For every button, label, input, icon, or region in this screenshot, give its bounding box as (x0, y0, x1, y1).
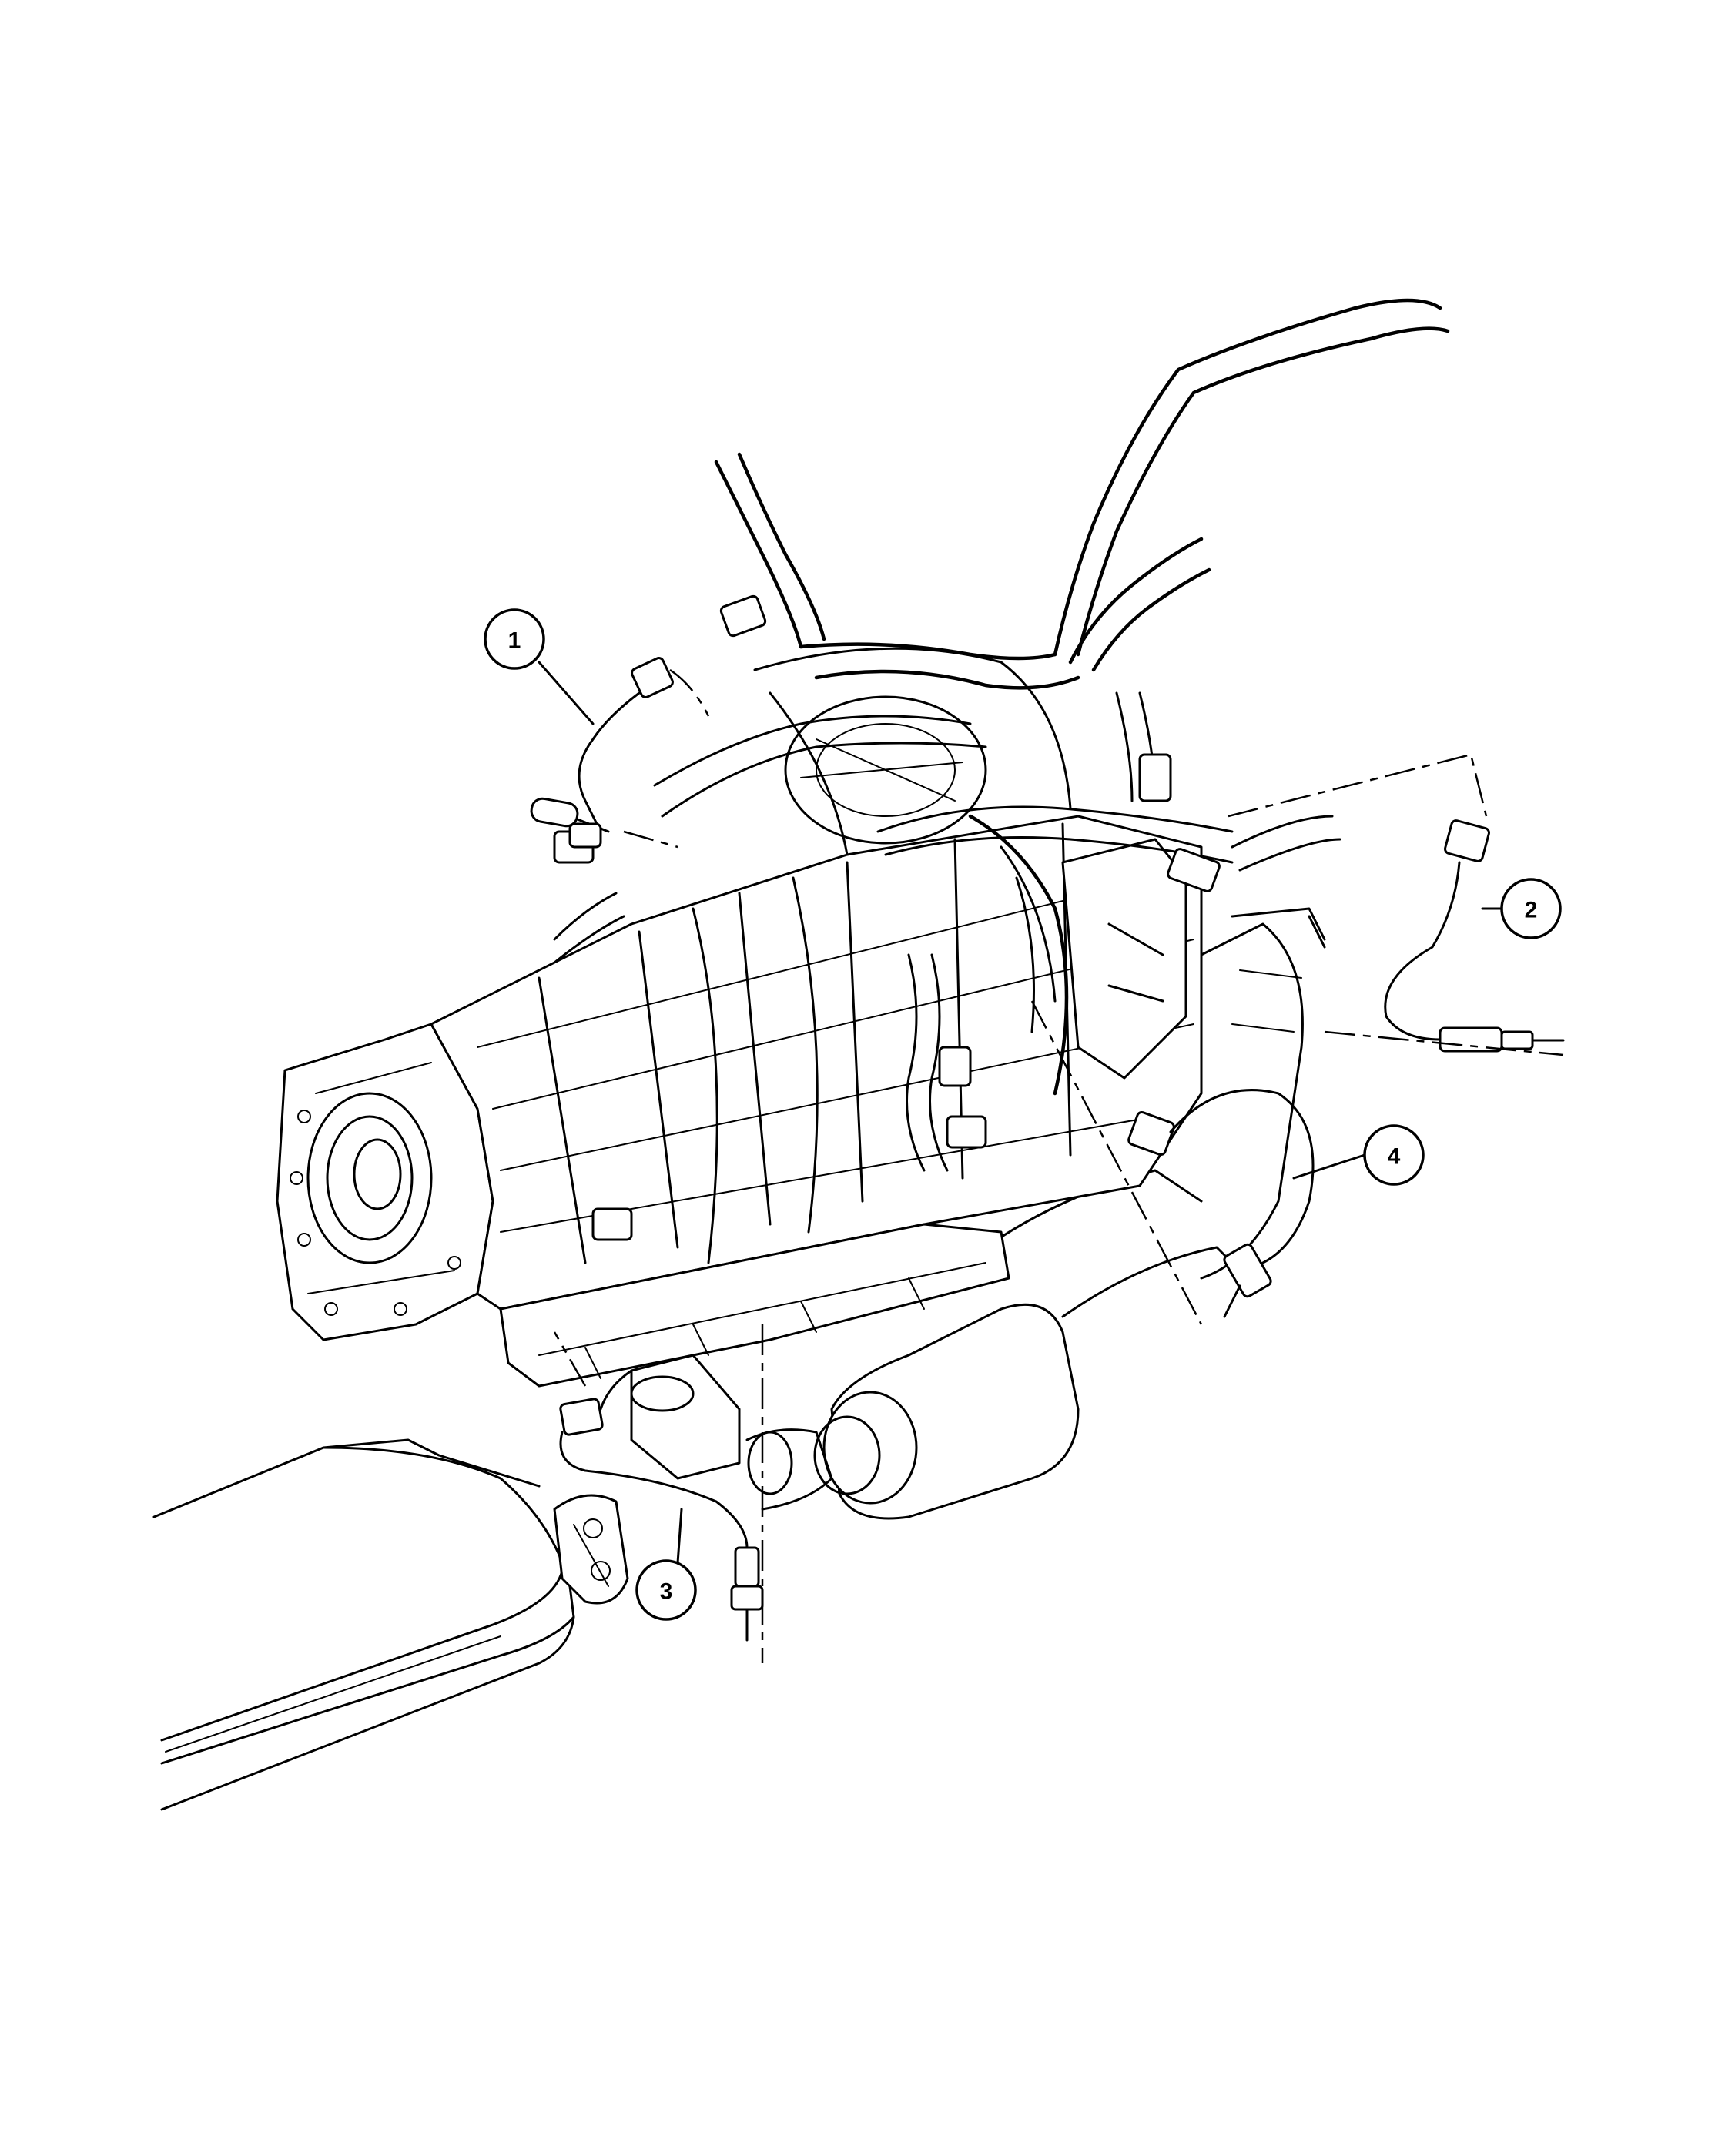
callout-2: 2 (1481, 878, 1562, 939)
callout-1: 1 (484, 608, 595, 725)
callout-1-number: 1 (508, 628, 521, 654)
catalytic-converter-front (599, 1354, 741, 1480)
callout-2-number: 2 (1525, 898, 1538, 923)
callout-4-number: 4 (1388, 1144, 1401, 1170)
callout-4: 4 (1292, 1124, 1425, 1186)
muffler (152, 1438, 629, 1811)
catalytic-converter-rear (745, 1303, 1080, 1520)
oxygen-sensor-1 (530, 657, 674, 849)
callout-3: 3 (635, 1508, 697, 1621)
oxygen-sensor-4 (1127, 1089, 1315, 1318)
callout-3-number: 3 (660, 1579, 673, 1605)
transmission (276, 647, 1203, 1388)
oxygen-sensor-3 (559, 1398, 764, 1642)
oxygen-sensor-2 (1384, 819, 1565, 1053)
